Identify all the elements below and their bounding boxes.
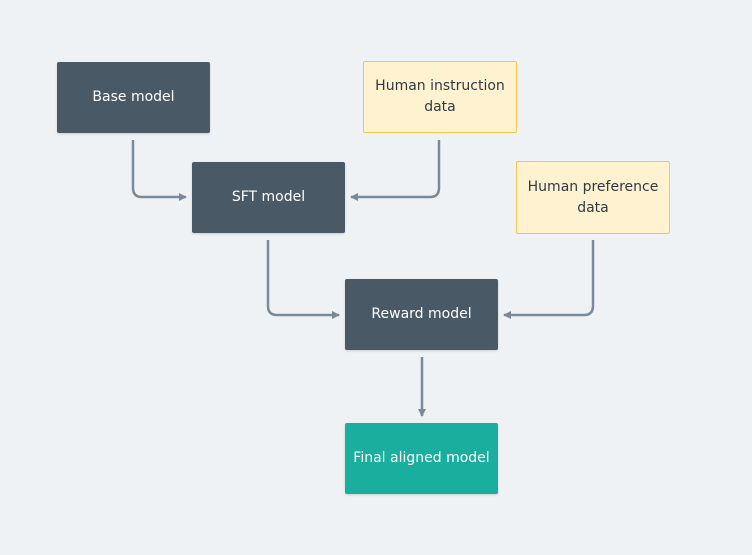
base-model-label: Base model bbox=[92, 89, 175, 105]
sft-model-node: SFT model bbox=[192, 162, 345, 233]
reward-model-label: Reward model bbox=[371, 306, 472, 322]
human-preference-data-label: Human preference data bbox=[527, 178, 659, 216]
edge-instruction-to-sft bbox=[350, 140, 441, 201]
final-aligned-model-label: Final aligned model bbox=[353, 450, 490, 466]
reward-model-node: Reward model bbox=[345, 279, 498, 350]
human-instruction-data-label: Human instruction data bbox=[375, 78, 505, 115]
base-model-node: Base model bbox=[57, 62, 210, 133]
human-preference-data-node: Human preference data bbox=[516, 161, 670, 234]
human-instruction-data-node: Human instruction data bbox=[363, 61, 517, 133]
edge-base-to-sft bbox=[131, 140, 187, 201]
edge-preference-to-reward bbox=[503, 240, 595, 319]
edge-sft-to-reward bbox=[266, 240, 340, 319]
final-aligned-model-node: Final aligned model bbox=[345, 423, 498, 494]
sft-model-label: SFT model bbox=[231, 189, 306, 205]
